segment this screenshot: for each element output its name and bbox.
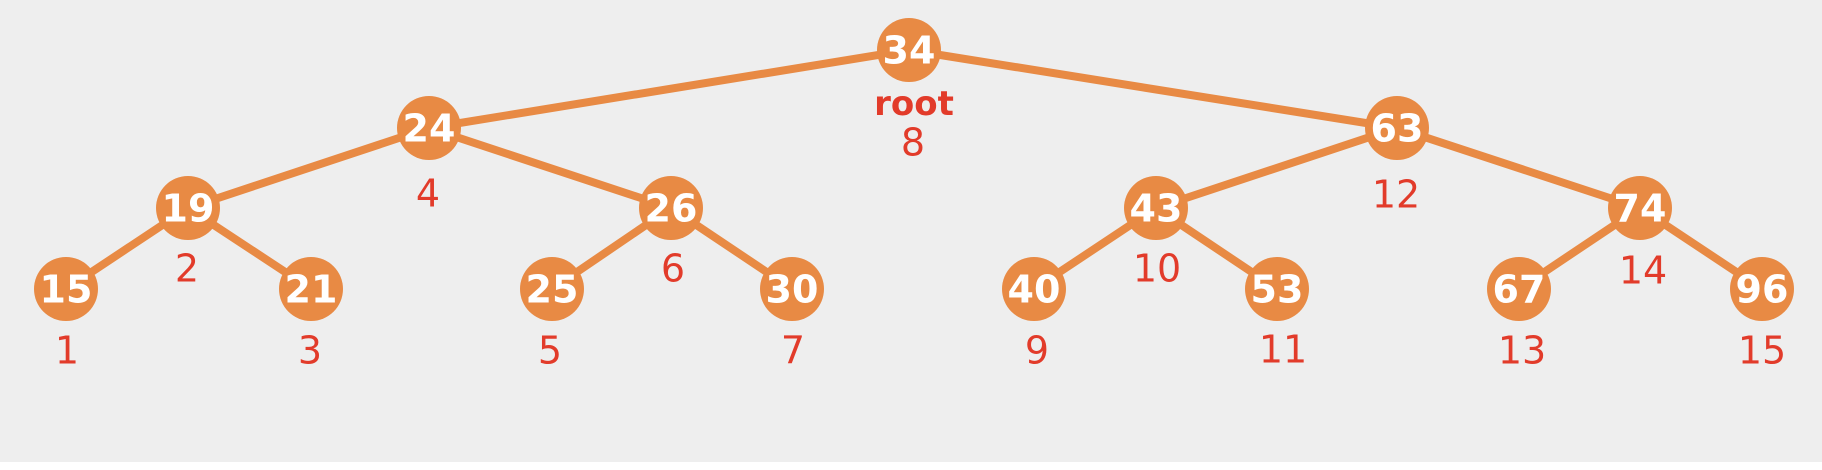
node-value-19: 19 xyxy=(162,186,215,230)
tree-node-15: 15 xyxy=(34,257,98,321)
node-circle-43 xyxy=(1124,176,1188,240)
node-value-25: 25 xyxy=(526,267,579,311)
tree-node-74: 74 xyxy=(1608,176,1672,240)
node-index-24: 4 xyxy=(416,171,440,215)
tree-edge-34-63 xyxy=(905,46,1401,132)
node-value-40: 40 xyxy=(1008,267,1061,311)
node-index-34: 8 xyxy=(901,120,925,164)
tree-node-19: 19 xyxy=(156,176,220,240)
node-circle-24 xyxy=(397,96,461,160)
tree-node-53: 53 xyxy=(1245,257,1309,321)
node-index-15: 1 xyxy=(55,328,79,372)
node-value-21: 21 xyxy=(285,267,338,311)
node-value-63: 63 xyxy=(1371,106,1424,150)
node-circle-21 xyxy=(279,257,343,321)
tree-node-40: 40 xyxy=(1002,257,1066,321)
node-caption-34: root xyxy=(874,84,954,124)
node-value-74: 74 xyxy=(1614,186,1667,230)
node-value-34: 34 xyxy=(883,28,936,72)
tree-node-26: 26 xyxy=(639,176,703,240)
node-value-96: 96 xyxy=(1736,267,1789,311)
node-value-67: 67 xyxy=(1493,267,1546,311)
tree-edge-24-19 xyxy=(184,124,433,212)
node-index-21: 3 xyxy=(298,328,322,372)
tree-node-21: 21 xyxy=(279,257,343,321)
node-circle-30 xyxy=(760,257,824,321)
node-index-30: 7 xyxy=(781,328,805,372)
tree-edge-34-24 xyxy=(425,46,913,132)
node-value-26: 26 xyxy=(645,186,698,230)
tree-node-63: 63 xyxy=(1365,96,1429,160)
node-circle-74 xyxy=(1608,176,1672,240)
node-circle-15 xyxy=(34,257,98,321)
node-index-40: 9 xyxy=(1025,328,1049,372)
node-index-96: 15 xyxy=(1738,328,1786,372)
tree-node-43: 43 xyxy=(1124,176,1188,240)
tree-node-67: 67 xyxy=(1487,257,1551,321)
node-index-67: 13 xyxy=(1498,328,1546,372)
node-circle-26 xyxy=(639,176,703,240)
node-circle-40 xyxy=(1002,257,1066,321)
tree-edge-24-26 xyxy=(425,124,675,212)
node-index-74: 14 xyxy=(1619,248,1667,292)
node-index-63: 12 xyxy=(1372,172,1420,216)
node-index-25: 5 xyxy=(538,328,562,372)
node-index-43: 10 xyxy=(1133,246,1181,290)
node-index-26: 6 xyxy=(661,246,685,290)
tree-edge-63-74 xyxy=(1393,124,1644,212)
node-circle-67 xyxy=(1487,257,1551,321)
node-index-53: 11 xyxy=(1259,327,1307,371)
tree-node-30: 30 xyxy=(760,257,824,321)
tree-node-96: 96 xyxy=(1730,257,1794,321)
node-value-53: 53 xyxy=(1251,267,1304,311)
node-circle-96 xyxy=(1730,257,1794,321)
node-value-30: 30 xyxy=(766,267,819,311)
node-circle-25 xyxy=(520,257,584,321)
tree-edge-63-43 xyxy=(1152,124,1401,212)
node-value-43: 43 xyxy=(1130,186,1183,230)
node-circle-34 xyxy=(877,18,941,82)
tree-node-34: 34 xyxy=(877,18,941,82)
bottom-strip xyxy=(0,462,1822,470)
node-index-19: 2 xyxy=(175,246,199,290)
node-value-24: 24 xyxy=(403,106,456,150)
node-value-15: 15 xyxy=(40,267,93,311)
tree-node-24: 24 xyxy=(397,96,461,160)
node-circle-53 xyxy=(1245,257,1309,321)
node-circle-19 xyxy=(156,176,220,240)
node-circle-63 xyxy=(1365,96,1429,160)
tree-node-25: 25 xyxy=(520,257,584,321)
